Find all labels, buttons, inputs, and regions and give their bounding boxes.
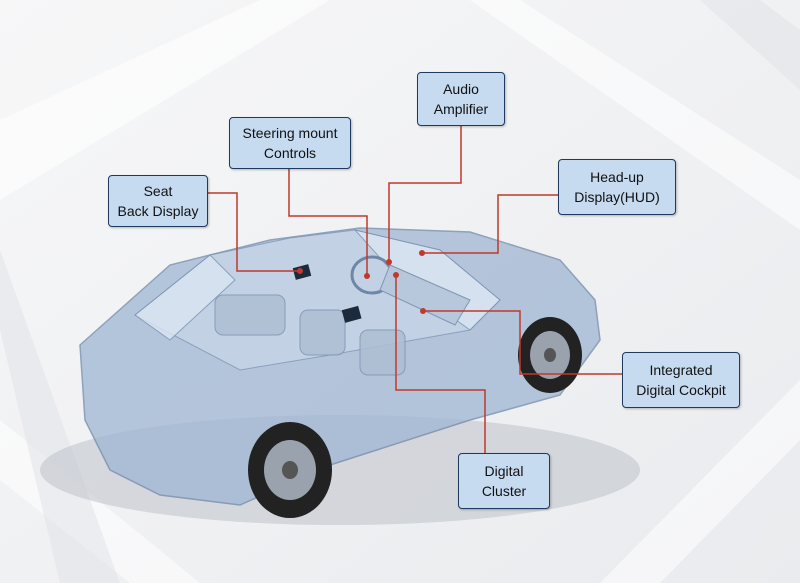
rear-wheel [248, 422, 332, 518]
front-seat-right [359, 329, 406, 376]
label-audio-amplifier-line1: Audio [443, 81, 479, 97]
label-steering-mount-controls: Steering mount Controls [229, 117, 351, 169]
point-head-up-display [419, 250, 425, 256]
front-seat-left [299, 309, 346, 356]
label-audio-amplifier-line2: Amplifier [433, 101, 489, 117]
label-seat-back-display: Seat Back Display [108, 175, 208, 227]
point-steering-mount-controls [364, 273, 370, 279]
label-audio-amplifier: Audio Amplifier [417, 72, 505, 126]
leader-integrated-digital-cockpit [423, 310, 622, 375]
label-seat-back-display-line2: Back Display [117, 203, 199, 219]
point-integrated-digital-cockpit [420, 308, 426, 314]
label-head-up-display: Head-up Display(HUD) [558, 159, 676, 215]
point-digital-cluster [393, 272, 399, 278]
label-head-up-display-line1: Head-up [590, 169, 644, 185]
label-integrated-digital-cockpit-line2: Digital Cockpit [636, 382, 726, 398]
label-seat-back-display-line1: Seat [143, 183, 173, 199]
rear-seat [214, 294, 286, 336]
leader-digital-cluster [395, 275, 486, 455]
label-digital-cluster-line2: Cluster [481, 483, 527, 499]
point-audio-amplifier [386, 259, 392, 265]
label-digital-cluster-line1: Digital [484, 463, 524, 479]
console-screen [341, 305, 362, 323]
label-steering-mount-controls-line1: Steering mount [242, 125, 338, 141]
label-steering-mount-controls-line2: Controls [263, 145, 317, 161]
leader-audio-amplifier [388, 126, 462, 262]
leader-steering-mount-controls [288, 167, 368, 276]
label-integrated-digital-cockpit: Integrated Digital Cockpit [622, 352, 740, 408]
leader-head-up-display [422, 194, 558, 254]
car-rear-window [134, 254, 236, 341]
label-digital-cluster: Digital Cluster [458, 453, 550, 509]
label-head-up-display-line2: Display(HUD) [574, 189, 660, 205]
label-integrated-digital-cockpit-line1: Integrated [649, 362, 713, 378]
point-seat-back-display [297, 268, 303, 274]
leader-seat-back-display [208, 192, 300, 272]
dashboard [379, 264, 471, 326]
